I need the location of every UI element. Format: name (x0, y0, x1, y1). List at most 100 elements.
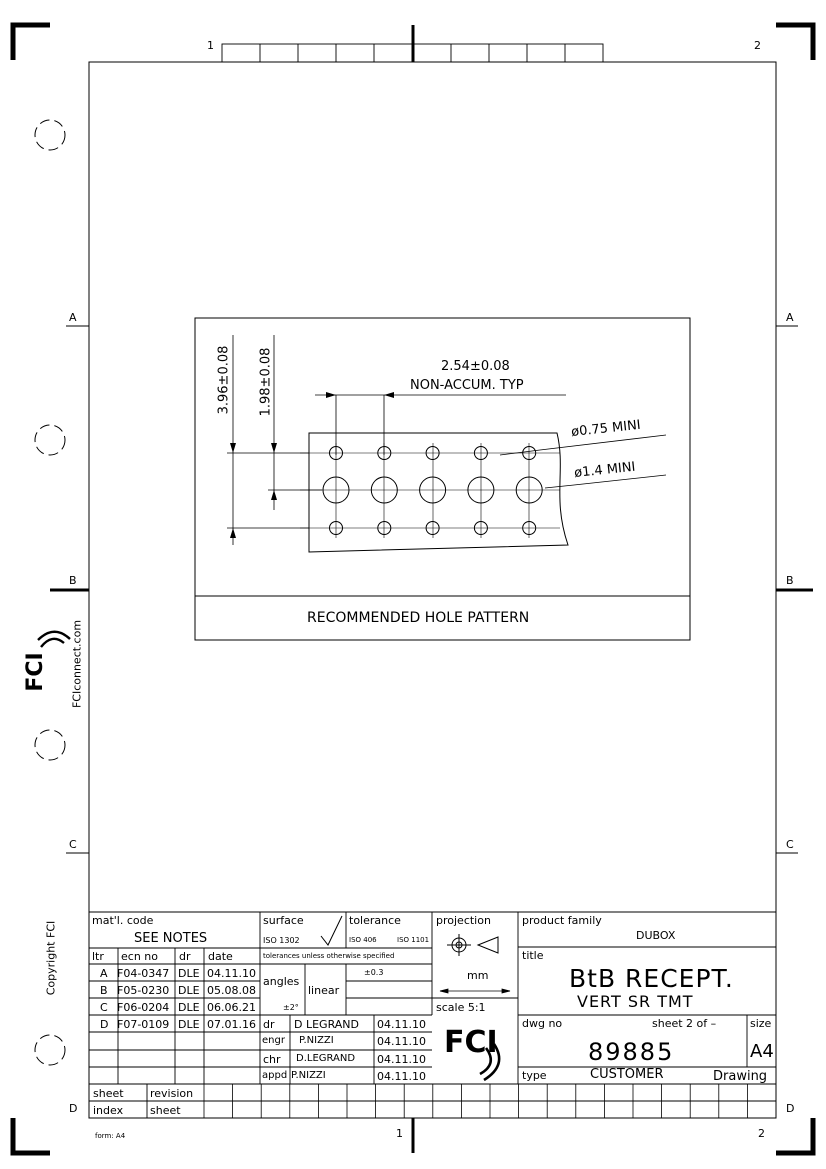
tol-angle-value: ±2° (283, 1003, 299, 1012)
revision-sheet-label-2: sheet (150, 1104, 181, 1117)
large-hole (419, 476, 447, 504)
signoff-dr-date: 04.11.10 (377, 1018, 426, 1031)
rev-d-ltr: D (100, 1018, 109, 1031)
row-label-b-left: B (69, 574, 77, 587)
product-family-value: DUBOX (636, 929, 676, 942)
signoff-chr-date: 04.11.10 (377, 1053, 426, 1066)
row-label-b-right: B (786, 574, 794, 587)
column-label-2: 2 (754, 39, 761, 52)
dwg-no-label: dwg no (522, 1017, 563, 1030)
dim-2-54: 2.54±0.08 (441, 359, 510, 374)
rev-a-dr: DLE (178, 967, 200, 980)
tol-std-1: ISO 406 (349, 936, 377, 944)
tol-std-2: ISO 1101 (397, 936, 430, 944)
fci-logo-waves (479, 1043, 501, 1082)
rev-d-dr: DLE (178, 1018, 200, 1031)
signoff-appd-name: P.NIZZI (291, 1070, 326, 1081)
small-hole-top (329, 446, 343, 460)
small-hole-top (522, 446, 537, 460)
large-hole (322, 476, 350, 504)
signoff-chr-role: chr (263, 1053, 281, 1066)
tolerances-unless: tolerances unless otherwise specified (263, 952, 395, 960)
row-label-d-left: D (69, 1102, 78, 1115)
small-hole-bottom (473, 521, 488, 535)
hole-pattern (322, 446, 543, 535)
rev-b-ltr: B (100, 984, 108, 997)
rev-a-ecn: F04-0347 (117, 967, 170, 980)
dwg-number: 89885 (588, 1038, 675, 1066)
detail-caption: RECOMMENDED HOLE PATTERN (307, 610, 530, 626)
rev-header-dr: dr (179, 950, 191, 963)
signoff-engr-date: 04.11.10 (377, 1035, 426, 1048)
scale-label: scale 5:1 (436, 1001, 486, 1014)
column-label-2-bottom: 2 (758, 1127, 765, 1140)
rev-a-date: 04.11.10 (207, 967, 256, 980)
side-fci-logo: FCI (23, 652, 48, 692)
units-label: mm (467, 969, 489, 982)
tolerance-label: tolerance (349, 914, 401, 927)
signoff-appd-role: appd (262, 1070, 288, 1081)
surface-symbol (320, 915, 343, 946)
detail-box (194, 317, 691, 641)
revision-sheet-label-1: revision (150, 1087, 194, 1100)
linear-label: linear (308, 984, 340, 997)
signoff-engr-role: engr (262, 1035, 285, 1046)
row-label-a-right: A (786, 311, 794, 324)
row-label-c-right: C (786, 838, 794, 851)
matl-code-label: mat'l. code (92, 914, 154, 927)
title-main: BtB RECEPT. (569, 964, 734, 993)
rev-a-ltr: A (100, 967, 108, 980)
row-label-c-left: C (69, 838, 77, 851)
small-hole-bottom (425, 521, 440, 535)
non-accum-label: NON-ACCUM. TYP (410, 378, 524, 393)
large-hole (467, 476, 495, 504)
rev-c-ltr: C (100, 1001, 108, 1014)
small-hole-bottom (377, 521, 392, 535)
side-logo-waves (37, 630, 71, 648)
small-hole-top (473, 446, 488, 460)
title-sub: VERT SR TMT (577, 992, 694, 1011)
tol-linear-value: ±0.3 (364, 968, 384, 977)
large-hole (515, 476, 543, 504)
rev-b-ecn: F05-0230 (117, 984, 170, 997)
type-drawing: Drawing (713, 1069, 768, 1084)
sheet-index-label-2: index (93, 1104, 124, 1117)
row-label-d-right: D (786, 1102, 795, 1115)
size-value: A4 (750, 1041, 774, 1062)
drawing-frame (88, 61, 777, 1119)
surface-label: surface (263, 914, 304, 927)
side-url: FCIconnect.com (70, 619, 84, 709)
corner-marks (10, 22, 816, 1156)
title-label: title (522, 949, 544, 962)
units-arrow (439, 988, 511, 994)
surface-std: ISO 1302 (263, 936, 300, 945)
matl-code-value: SEE NOTES (134, 931, 208, 946)
rev-header-ecn: ecn no (121, 950, 158, 963)
register-circles (34, 119, 66, 1066)
rev-c-ecn: F06-0204 (117, 1001, 170, 1014)
size-label: size (750, 1017, 772, 1030)
rev-d-ecn: F07-0109 (117, 1018, 170, 1031)
copyright-text: Copyright FCI (44, 920, 58, 996)
signoff-dr-name: D LEGRAND (294, 1018, 359, 1031)
rev-b-dr: DLE (178, 984, 200, 997)
small-hole-top (377, 446, 392, 460)
rev-d-date: 07.01.16 (207, 1018, 256, 1031)
rev-c-date: 06.06.21 (207, 1001, 256, 1014)
rev-header-ltr: ltr (92, 950, 104, 963)
zone-strip (221, 43, 604, 63)
small-hole-top (425, 446, 440, 460)
center-marks (50, 25, 813, 1153)
projection-symbol-icon (447, 934, 499, 956)
rev-header-date: date (208, 950, 233, 963)
type-label: type (522, 1069, 547, 1082)
sheet-of-label: sheet 2 of – (652, 1017, 717, 1030)
angles-label: angles (263, 975, 300, 988)
row-label-a-left: A (69, 311, 77, 324)
signoff-appd-date: 04.11.10 (377, 1070, 426, 1083)
product-family-label: product family (522, 914, 602, 927)
row-ticks (66, 325, 798, 854)
signoff-dr-role: dr (263, 1018, 275, 1031)
small-hole-bottom (522, 521, 537, 535)
